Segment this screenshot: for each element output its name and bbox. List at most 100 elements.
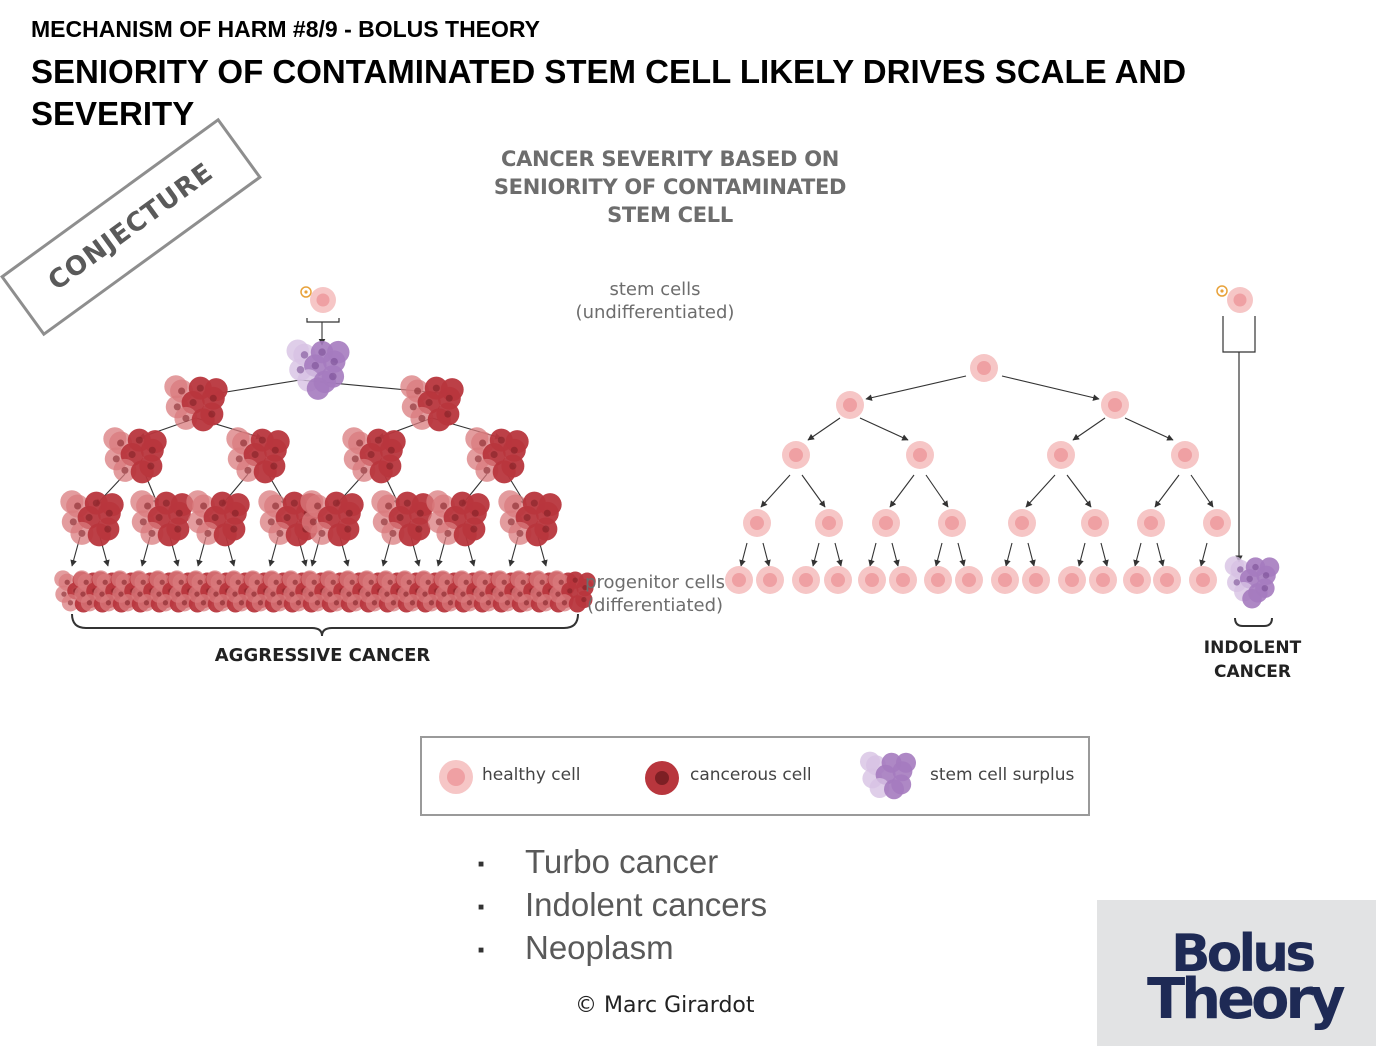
division-arrow — [1004, 542, 1013, 567]
healthy-cell — [725, 566, 753, 594]
bullet-text: Turbo cancer — [525, 843, 719, 880]
division-arrow — [807, 417, 841, 441]
division-arrow — [1100, 542, 1109, 567]
healthy-cell — [1153, 566, 1181, 594]
stem-marker-icon — [300, 286, 312, 298]
indolent-cancer-label: INDOLENT CANCER — [1203, 638, 1302, 682]
healthy-cell — [1171, 441, 1199, 469]
bullet-text: Indolent cancers — [525, 886, 768, 923]
division-arrow — [1133, 542, 1142, 567]
cancerous-cell-cluster — [130, 490, 194, 547]
healthy-cell — [1227, 287, 1253, 313]
cancerous-cell-cluster — [548, 570, 596, 613]
healthy-cell — [1022, 566, 1050, 594]
bolus-theory-logo: Bolus Theory — [1097, 900, 1376, 1046]
healthy-cell — [858, 566, 886, 594]
division-arrow — [957, 542, 966, 567]
stem-bracket — [1222, 316, 1256, 353]
legend-icons — [439, 751, 916, 800]
healthy-cell — [906, 441, 934, 469]
cancerous-cell-cluster — [164, 375, 228, 432]
stem-cells-label: stem cells (undifferentiated) — [575, 279, 735, 323]
healthy-cell — [924, 566, 952, 594]
healthy-cell — [743, 509, 771, 537]
legend-cancerous-label: cancerous cell — [690, 765, 812, 785]
healthy-cell — [1203, 509, 1231, 537]
division-arrow — [1072, 417, 1106, 441]
division-arrow — [859, 417, 909, 441]
stem-cell-surplus-icon — [860, 751, 916, 800]
healthy-cell — [991, 566, 1019, 594]
division-arrow — [934, 542, 943, 567]
healthy-cell — [310, 287, 336, 313]
copyright-credit: © Marc Girardot — [575, 993, 755, 1018]
healthy-cell — [1137, 509, 1165, 537]
progenitor-cells-label: progenitor cells (differentiated) — [585, 572, 725, 616]
logo-line-1: Bolus — [1171, 924, 1316, 984]
division-arrow — [801, 474, 826, 508]
stem-cell-surplus-cluster — [1224, 556, 1280, 609]
division-arrow — [865, 375, 967, 401]
healthy-cell — [782, 441, 810, 469]
cancerous-cell-cluster — [426, 490, 490, 547]
division-arrow — [1001, 375, 1100, 401]
cancerous-cell-icon — [645, 761, 679, 795]
division-arrow — [834, 542, 843, 567]
bullet-square-icon: ■ — [478, 902, 485, 913]
healthy-cell — [836, 391, 864, 419]
division-arrow — [1124, 417, 1174, 441]
division-arrow — [889, 474, 915, 508]
cancerous-cell-cluster — [465, 427, 529, 484]
cancerous-cell-cluster — [400, 375, 464, 432]
logo-line-2: Theory — [1147, 967, 1346, 1032]
slide-headline: SENIORITY OF CONTAMINATED STEM CELL LIKE… — [31, 53, 1187, 132]
division-arrow — [1156, 542, 1165, 567]
division-arrow — [1199, 542, 1208, 567]
contaminated-stem-cell-cluster — [286, 339, 350, 400]
healthy-cell — [1123, 566, 1151, 594]
division-arrow — [213, 379, 301, 397]
cancerous-cell-cluster — [371, 490, 435, 547]
division-arrow — [1027, 542, 1036, 567]
legend: healthy cell cancerous cell stem cell su… — [420, 736, 1090, 816]
division-arrow — [811, 542, 820, 567]
healthy-cell — [1101, 391, 1129, 419]
cancerous-cell-cluster — [300, 490, 364, 547]
healthy-cell — [938, 509, 966, 537]
healthy-cell — [1058, 566, 1086, 594]
healthy-cell — [955, 566, 983, 594]
division-arrow — [1154, 474, 1180, 508]
bullet-text: Neoplasm — [525, 929, 674, 966]
healthy-cell-icon — [439, 760, 473, 794]
cancerous-cell-cluster — [342, 427, 406, 484]
division-arrow — [868, 542, 877, 567]
healthy-cell — [970, 354, 998, 382]
cancerous-cell-cluster — [186, 490, 250, 547]
bullet-square-icon: ■ — [478, 945, 485, 956]
division-arrow — [1025, 474, 1056, 508]
bullet-square-icon: ■ — [478, 859, 485, 870]
division-arrow — [1190, 474, 1214, 508]
division-arrow — [762, 542, 771, 567]
healthy-cell — [1008, 509, 1036, 537]
legend-surplus-label: stem cell surplus — [930, 765, 1075, 785]
stem-bracket — [306, 318, 340, 323]
division-arrow — [760, 474, 791, 508]
division-arrow — [891, 542, 900, 567]
healthy-cell — [824, 566, 852, 594]
division-arrow — [1077, 542, 1086, 567]
cancerous-cell-cluster — [498, 490, 562, 547]
slide-kicker: MECHANISM OF HARM #8/9 - BOLUS THEORY — [31, 16, 541, 42]
division-arrow — [1066, 474, 1092, 508]
healthy-cell — [872, 509, 900, 537]
indolent-bracket — [1234, 617, 1273, 627]
cancerous-cell-cluster — [60, 490, 124, 547]
healthy-cell — [1089, 566, 1117, 594]
diagram-title: CANCER SEVERITY BASED ON SENIORITY OF CO… — [493, 147, 847, 227]
healthy-cell — [1189, 566, 1217, 594]
healthy-cell — [756, 566, 784, 594]
healthy-cell — [889, 566, 917, 594]
healthy-cell — [815, 509, 843, 537]
stem-marker-icon — [1216, 285, 1228, 297]
aggressive-cancer-label: AGGRESSIVE CANCER — [214, 645, 431, 666]
